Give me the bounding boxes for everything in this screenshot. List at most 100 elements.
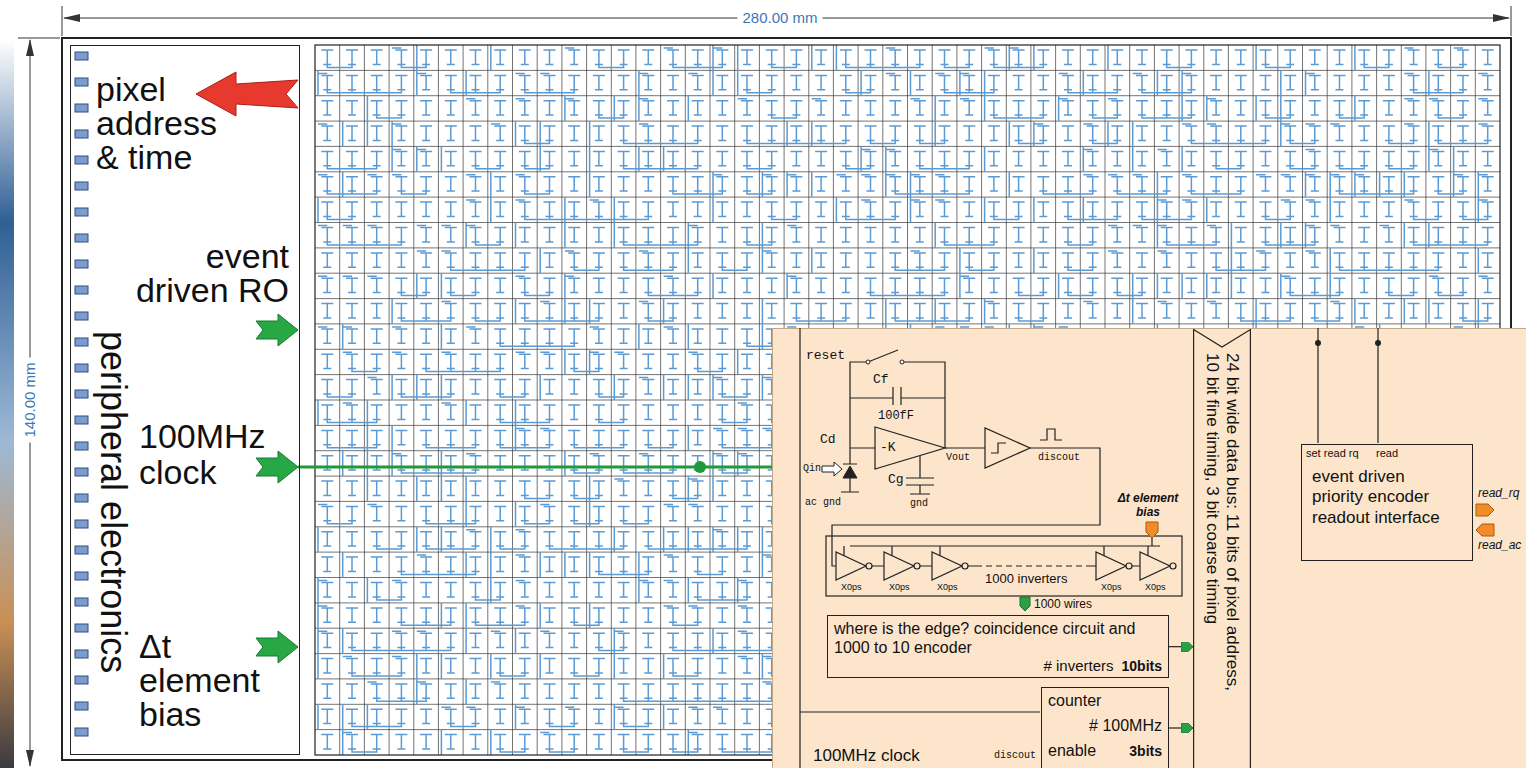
bus-width-label: 3bits [1129,743,1162,759]
delay-label: X0ps [1145,582,1166,593]
bond-pad [75,52,88,60]
delay-label: X0ps [1101,582,1122,593]
bus-connector [1169,646,1193,647]
dimension-label: 140.00 mm [21,357,39,442]
block-label: where is the edge? coincidence circuit a… [834,619,1162,657]
pixel-cell-border [315,70,1500,71]
signal-name: gnd [910,498,928,510]
bond-pad [75,416,88,424]
bond-pad [75,442,88,450]
bond-pad [75,182,88,190]
bond-pad [75,390,88,398]
signal-name: read [1376,447,1398,459]
bond-pad [75,286,88,294]
clock-label: 100MHz clock [813,747,920,766]
pixel-cell-border [315,298,1500,299]
data-bus: 24 bit wide data bus: 11 bits of pixel a… [1193,329,1251,768]
wire-terminal [1315,340,1381,346]
signal-name: read_rq [1478,486,1519,500]
amplifier-gain: -K [880,440,896,456]
bond-pad [75,546,88,554]
diode-symbol [843,466,857,478]
pixel-cell-border [315,171,1500,172]
pixel-address-label: pixel address & time [96,72,226,174]
signal-name: discout [1038,452,1080,464]
pixel-cell-border [315,197,1500,198]
bus-width-label: 10bits [1122,658,1162,674]
bond-pad [75,312,88,320]
peripheral-panel: pixel address & time event driven RO perip… [70,45,300,755]
bond-pad [75,104,88,112]
bond-pad [75,208,88,216]
port-marker [1020,597,1030,611]
signal-name: read_ac [1478,538,1521,552]
bond-pad [75,520,88,528]
bond-pad [75,676,88,684]
readout-box: set read rq read event driven priority enc… [1301,444,1473,561]
signal-name: discout [994,750,1036,762]
pixel-cell-border [315,222,1500,223]
bond-pad [75,650,88,658]
bond-pad [75,364,88,372]
delay-label: X0ps [841,582,862,593]
bond-pad [75,156,88,164]
bias-label: Δt element bias [1112,492,1184,520]
signal-name: ac gnd [805,497,841,509]
bus-width-label: # inverters [1044,657,1114,674]
bond-pad [75,598,88,606]
bond-pad [75,78,88,86]
bond-pad [75,624,88,632]
switch-contact [866,360,904,364]
pixel-cell-border [315,121,1500,122]
signal-name: enable [1048,742,1096,760]
pixel-inset: 100MHz clock 24 bit wide data bus: 11 bit… [772,328,1526,768]
signal-name: Qin [803,463,821,475]
dimension-label: 280.00 mm [737,9,822,27]
pixel-cell-border [315,247,1500,248]
port-marker [1476,504,1494,516]
input-arrows [256,314,298,663]
pixel-cell-border [315,273,1500,274]
bond-pad [75,338,88,346]
photo-edge [0,40,14,768]
peripheral-title: peripheral electronics [93,331,133,673]
bond-pads [75,52,88,736]
bus-outline [1194,330,1251,768]
component-label: Cd [820,432,836,448]
component-label: Cg [888,472,904,488]
bond-pad [75,468,88,476]
signal-name: reset [806,348,845,364]
signal-name: set read rq [1306,447,1359,459]
bond-pad [75,494,88,502]
pixel-cell-border [315,95,1500,96]
readout-label: event driven RO [124,239,289,307]
encoder-box: where is the edge? coincidence circuit a… [827,615,1169,678]
port-marker [1146,522,1158,538]
block-label: event driven priority encoder readout in… [1312,467,1452,528]
bond-pad [75,572,88,580]
chain-label: 1000 inverters [985,571,1067,587]
bus-label: 24 bit wide data bus: 11 bits of pixel a… [1202,353,1241,709]
bond-pad [75,260,88,268]
component-label: Cf [873,372,889,388]
bus-width-label: # 100MHz [1048,716,1162,735]
bias-label: Δt element bias [139,629,269,731]
bond-pad [75,702,88,710]
component-value: 100fF [878,409,914,423]
counter-box: counter# 100MHzenable3bits [1041,687,1169,768]
bus-connector [1169,727,1193,728]
charge-input-arrow [822,462,842,476]
bond-pad [75,234,88,242]
schematic-wires [800,328,1378,768]
pixel-cell-border [315,146,1500,147]
wire-count-label: 1000 wires [1034,597,1092,611]
delay-label: X0ps [937,582,958,593]
clock-junction [694,461,706,473]
bond-pad [75,728,88,736]
bus-shape [1193,329,1251,768]
pixel-cell-border [315,323,1500,324]
delay-label: X0ps [889,582,910,593]
port-marker [1476,524,1494,536]
bond-pad [75,130,88,138]
clock-label: 100MHz clock [139,419,274,490]
